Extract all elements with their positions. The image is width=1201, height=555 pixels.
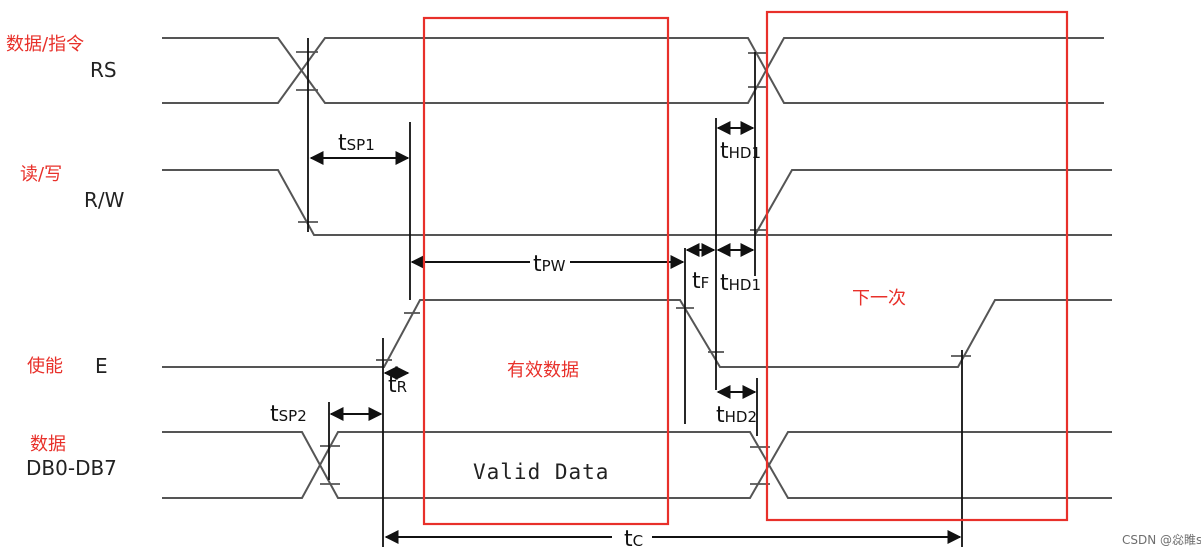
valid-region-label: 有效数据 [507, 360, 579, 381]
db-waveform [162, 431, 1112, 499]
tpw-label: tPW [533, 252, 566, 277]
tc-label: tC [624, 527, 643, 552]
next-cycle-region-box [765, 10, 1069, 522]
thd1-top-label: tHD1 [720, 139, 761, 164]
e-waveform [162, 299, 1112, 368]
rs-label: RS [90, 58, 117, 82]
tr-label: tR [388, 373, 407, 398]
tsp1-label: tSP1 [338, 131, 375, 156]
valid-data-region-box [422, 16, 670, 526]
dimension-arrows [309, 121, 962, 544]
rs-cn-label: 数据/指令 [6, 34, 84, 55]
valid-data-label: Valid Data [473, 460, 609, 484]
rs-waveform [162, 37, 1104, 104]
tf-label: tF [692, 269, 709, 294]
db-cn-label: 数据 [30, 434, 66, 455]
rw-cn-label: 读/写 [20, 164, 62, 185]
db-label: DB0-DB7 [26, 456, 117, 480]
rw-waveform [162, 169, 1112, 236]
watermark: CSDN @惢睢s [1122, 532, 1201, 547]
tsp2-label: tSP2 [270, 402, 307, 427]
e-label: E [95, 354, 108, 378]
next-cycle-label: 下一次 [852, 288, 906, 309]
rw-label: R/W [84, 188, 125, 212]
thd2-label: tHD2 [716, 403, 757, 428]
e-cn-label: 使能 [27, 356, 63, 377]
guide-lines [307, 38, 963, 547]
thd1-mid-label: tHD1 [720, 271, 761, 296]
